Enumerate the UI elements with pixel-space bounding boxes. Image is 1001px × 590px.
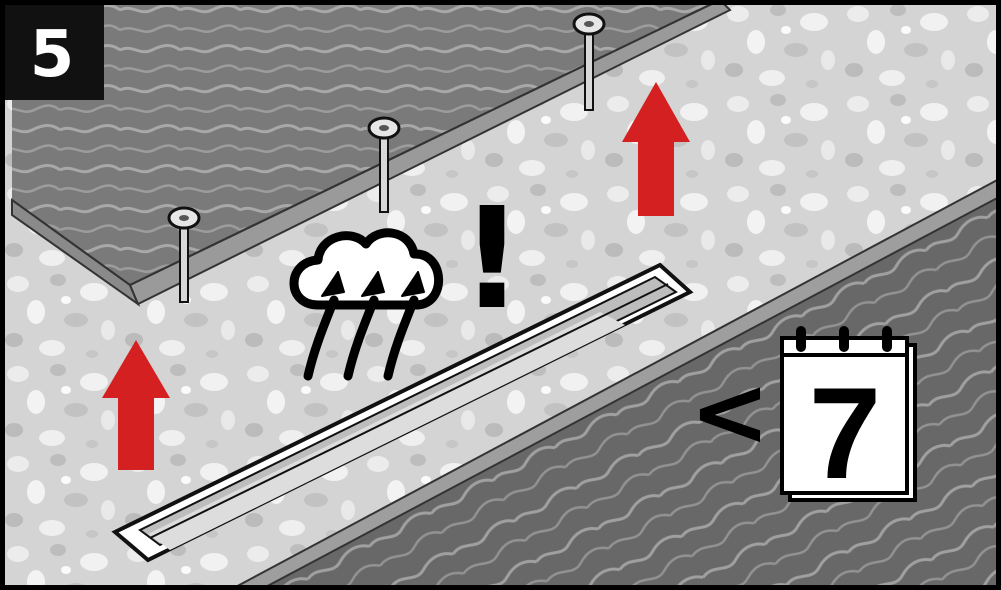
less-than-symbol: < [690, 356, 770, 468]
step-number: 5 [30, 18, 75, 92]
calendar-icon: 7 [782, 326, 915, 506]
calendar-days: 7 [809, 360, 881, 506]
warning-exclamation: ! [460, 178, 524, 341]
step-number-badge: 5 [0, 0, 104, 100]
